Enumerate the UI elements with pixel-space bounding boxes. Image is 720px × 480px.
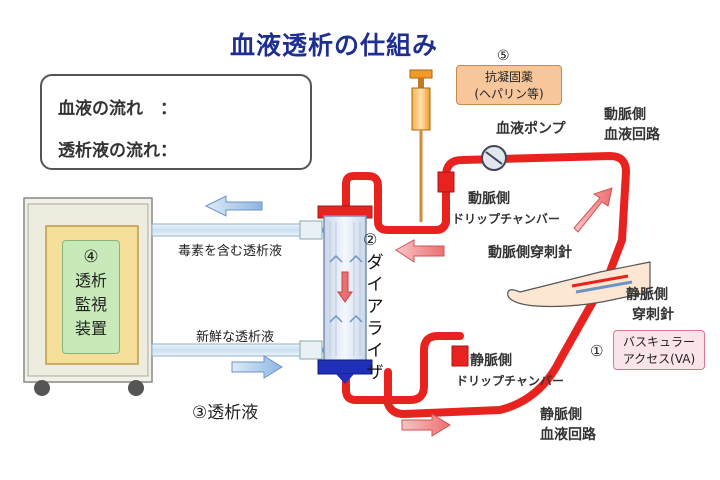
legend-box [40,74,312,170]
anticoagulant-sublabel: (ヘパリン等) [474,87,544,101]
blood-circuit [342,152,630,418]
anticoagulant-number: ⑤ [497,48,510,64]
anticoagulant-label: 抗凝固薬 [484,70,533,84]
arterial-drip-chamber [437,171,455,193]
dialyzer-number: ② [363,230,378,249]
monitor-label-box: ④ 透析 監視 装置 [62,240,120,354]
venous-drip-chamber [451,345,469,367]
va-number: ① [590,342,604,360]
dialyzer-label: ダイアライザ [366,253,384,383]
venous-circuit-label-1: 静脈側 [540,407,582,423]
arterial-drip-label-2: ドリップチャンバー [452,212,560,226]
fresh-flow-arrow [231,355,283,379]
monitor-label-2: 監視 [74,295,107,314]
arterial-circuit-label-2: 血液回路 [604,127,660,143]
venous-circuit-label-2: 血液回路 [540,427,596,443]
arterial-needle-label: 動脈側穿刺針 [488,245,572,261]
va-label-2: アクセス(VA) [622,352,696,366]
arterial-up-arrow [573,187,613,233]
va-box: バスキュラー アクセス(VA) [613,330,705,370]
toxin-flow-arrow [204,195,263,217]
dialyzer [317,205,373,384]
venous-flow-arrow [401,413,451,437]
monitor-label-3: 装置 [74,319,107,338]
arterial-drip-label-1: 動脈側 [468,191,510,207]
venous-drip-label-1: 静脈側 [470,353,512,369]
legend-dialysate-label: 透析液の流れ： [58,141,177,161]
diagram-title: 血液透析の仕組み [230,31,439,60]
anticoagulant-syringe [409,69,433,222]
blood-pump-label: 血液ポンプ [496,121,566,137]
patient-arm [507,261,651,308]
arterial-flow-arrow [395,239,445,263]
venous-drip-label-2: ドリップチャンバー [456,374,564,388]
arterial-circuit-label-1: 動脈側 [604,107,646,123]
monitor-label-1: 透析 [74,271,107,290]
monitor-number: ④ [83,247,99,267]
fresh-dialysate-label: 新鮮な透析液 [196,330,275,345]
venous-needle-label-1: 静脈側 [626,287,668,303]
dialysate-label: ③透析液 [192,403,259,423]
toxin-dialysate-label: 毒素を含む透析液 [178,244,283,259]
legend-blood-label: 血液の流れ ： [58,99,177,119]
blood-pump [481,145,507,171]
venous-needle-label-2: 穿刺針 [632,307,674,323]
anticoagulant-box: 抗凝固薬 (ヘパリン等) [456,65,562,105]
va-label-1: バスキュラー [622,335,695,349]
